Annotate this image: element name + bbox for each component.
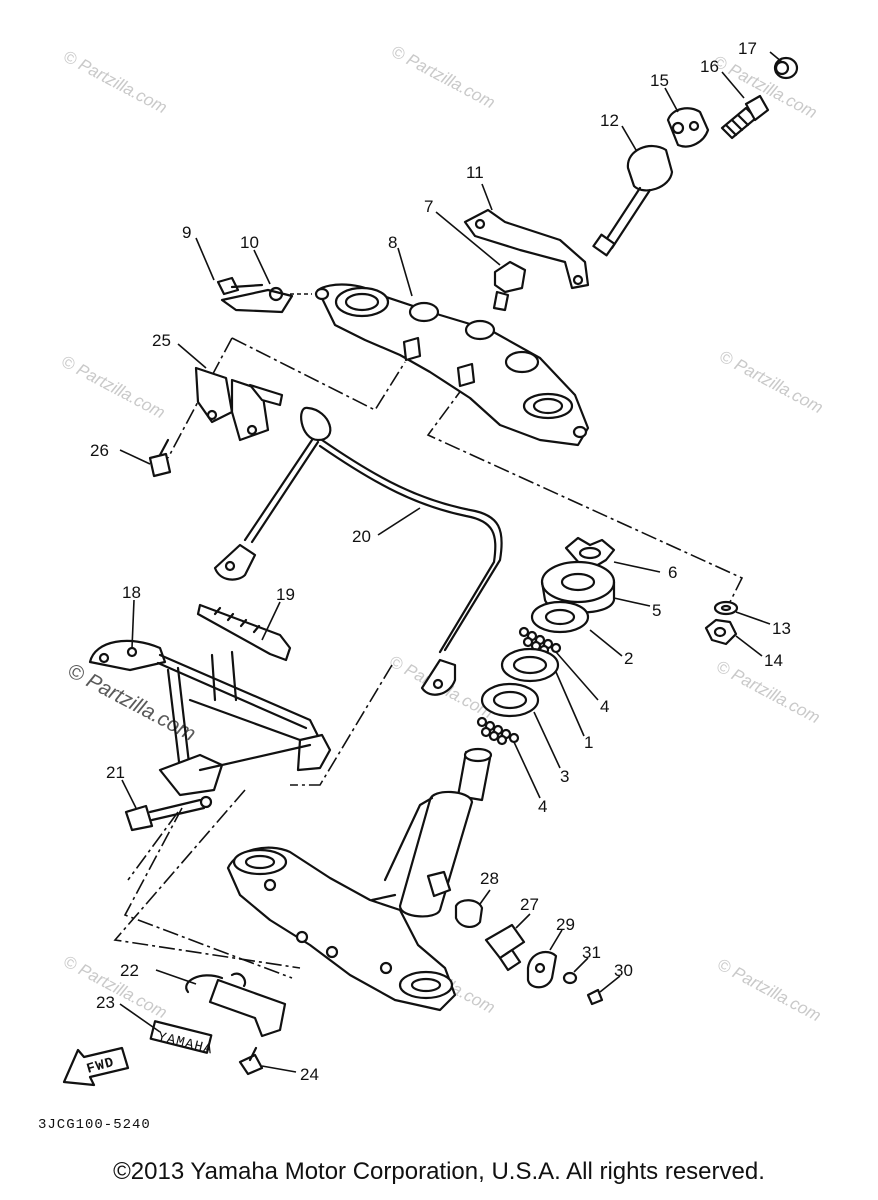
part-22-bracket bbox=[185, 972, 287, 1038]
callout-22: 22 bbox=[120, 961, 139, 980]
part-7-bolt bbox=[492, 260, 527, 312]
part-1-race bbox=[500, 647, 560, 683]
part-11-bracket bbox=[463, 208, 590, 290]
part-17-cap-nut bbox=[773, 56, 799, 80]
part-29-plate bbox=[526, 950, 558, 989]
callout-19: 19 bbox=[276, 585, 295, 604]
callout-3: 3 bbox=[560, 767, 569, 786]
copyright-notice: ©2013 Yamaha Motor Corporation, U.S.A. A… bbox=[113, 1158, 765, 1185]
part-9-bolt bbox=[216, 276, 264, 296]
watermark: © Partzilla.com bbox=[714, 955, 824, 1026]
callout-14: 14 bbox=[764, 651, 783, 670]
part-30-screw bbox=[586, 988, 604, 1006]
watermark: © Partzilla.com bbox=[716, 347, 826, 418]
callout-20: 20 bbox=[352, 527, 371, 546]
callout-16: 16 bbox=[700, 57, 719, 76]
part-14-nut bbox=[704, 618, 738, 646]
callout-4-lower: 4 bbox=[538, 797, 547, 816]
watermark: © Partzilla.com bbox=[60, 952, 170, 1023]
callout-5: 5 bbox=[652, 601, 661, 620]
callout-26: 26 bbox=[90, 441, 109, 460]
part-21-bolt bbox=[124, 795, 213, 832]
part-20-cable bbox=[213, 406, 503, 696]
part-16-bolt bbox=[720, 94, 770, 140]
part-4-ball-lower bbox=[476, 716, 520, 746]
drawing-code: 3JCG100-5240 bbox=[38, 1117, 151, 1133]
part-24-screw bbox=[238, 1046, 264, 1076]
part-8-upper-bracket bbox=[314, 283, 590, 447]
callout-30: 30 bbox=[614, 961, 633, 980]
under-bracket-steering-shaft bbox=[226, 747, 493, 1012]
callout-8: 8 bbox=[388, 233, 397, 252]
callout-25: 25 bbox=[152, 331, 171, 350]
callout-12: 12 bbox=[600, 111, 619, 130]
callout-9: 9 bbox=[182, 223, 191, 242]
callout-11: 11 bbox=[466, 163, 484, 182]
part-23-emblem: YAMAHA bbox=[149, 1020, 214, 1059]
assembly-lines bbox=[113, 337, 744, 979]
callout-numbers: 1 2 3 4 4 5 6 7 8 9 10 11 12 13 14 15 16… bbox=[90, 39, 791, 1084]
part-19-cable-tie bbox=[196, 603, 292, 662]
callout-27: 27 bbox=[520, 895, 539, 914]
callout-29: 29 bbox=[556, 915, 575, 934]
callout-15: 15 bbox=[650, 71, 669, 90]
callout-31: 31 bbox=[582, 943, 601, 962]
part-2-race bbox=[530, 600, 590, 634]
callout-7: 7 bbox=[424, 197, 433, 216]
part-13-washer bbox=[713, 600, 739, 616]
part-12-handlebar-holder bbox=[592, 144, 674, 257]
callout-24: 24 bbox=[300, 1065, 319, 1084]
watermark: © Partzilla.com bbox=[388, 42, 498, 113]
callout-4-upper: 4 bbox=[600, 697, 609, 716]
part-28-grommet bbox=[454, 899, 484, 928]
callout-17: 17 bbox=[738, 39, 757, 58]
part-18-stay bbox=[88, 639, 332, 797]
callout-1: 1 bbox=[584, 733, 593, 752]
callout-23: 23 bbox=[96, 993, 115, 1012]
callout-13: 13 bbox=[772, 619, 791, 638]
part-3-race bbox=[480, 682, 540, 718]
callout-6: 6 bbox=[668, 563, 677, 582]
fwd-arrow-icon: FWD bbox=[62, 1046, 130, 1087]
part-15-holder-cap bbox=[666, 107, 710, 148]
callout-10: 10 bbox=[240, 233, 259, 252]
part-27-switch bbox=[484, 923, 526, 972]
callout-18: 18 bbox=[122, 583, 141, 602]
part-25-bracket bbox=[194, 366, 284, 442]
callout-21: 21 bbox=[106, 763, 125, 782]
part-10-bracket bbox=[220, 286, 312, 314]
part-26-bolt bbox=[148, 438, 172, 478]
callout-leaders bbox=[119, 51, 783, 1073]
part-5-ring-nut bbox=[540, 560, 616, 614]
callout-2: 2 bbox=[624, 649, 633, 668]
watermark: © Partzilla.com bbox=[60, 47, 170, 118]
watermark: © Partzilla.com bbox=[58, 352, 168, 423]
fwd-label: FWD bbox=[85, 1055, 117, 1078]
part-31-washer bbox=[562, 971, 578, 985]
callout-28: 28 bbox=[480, 869, 499, 888]
